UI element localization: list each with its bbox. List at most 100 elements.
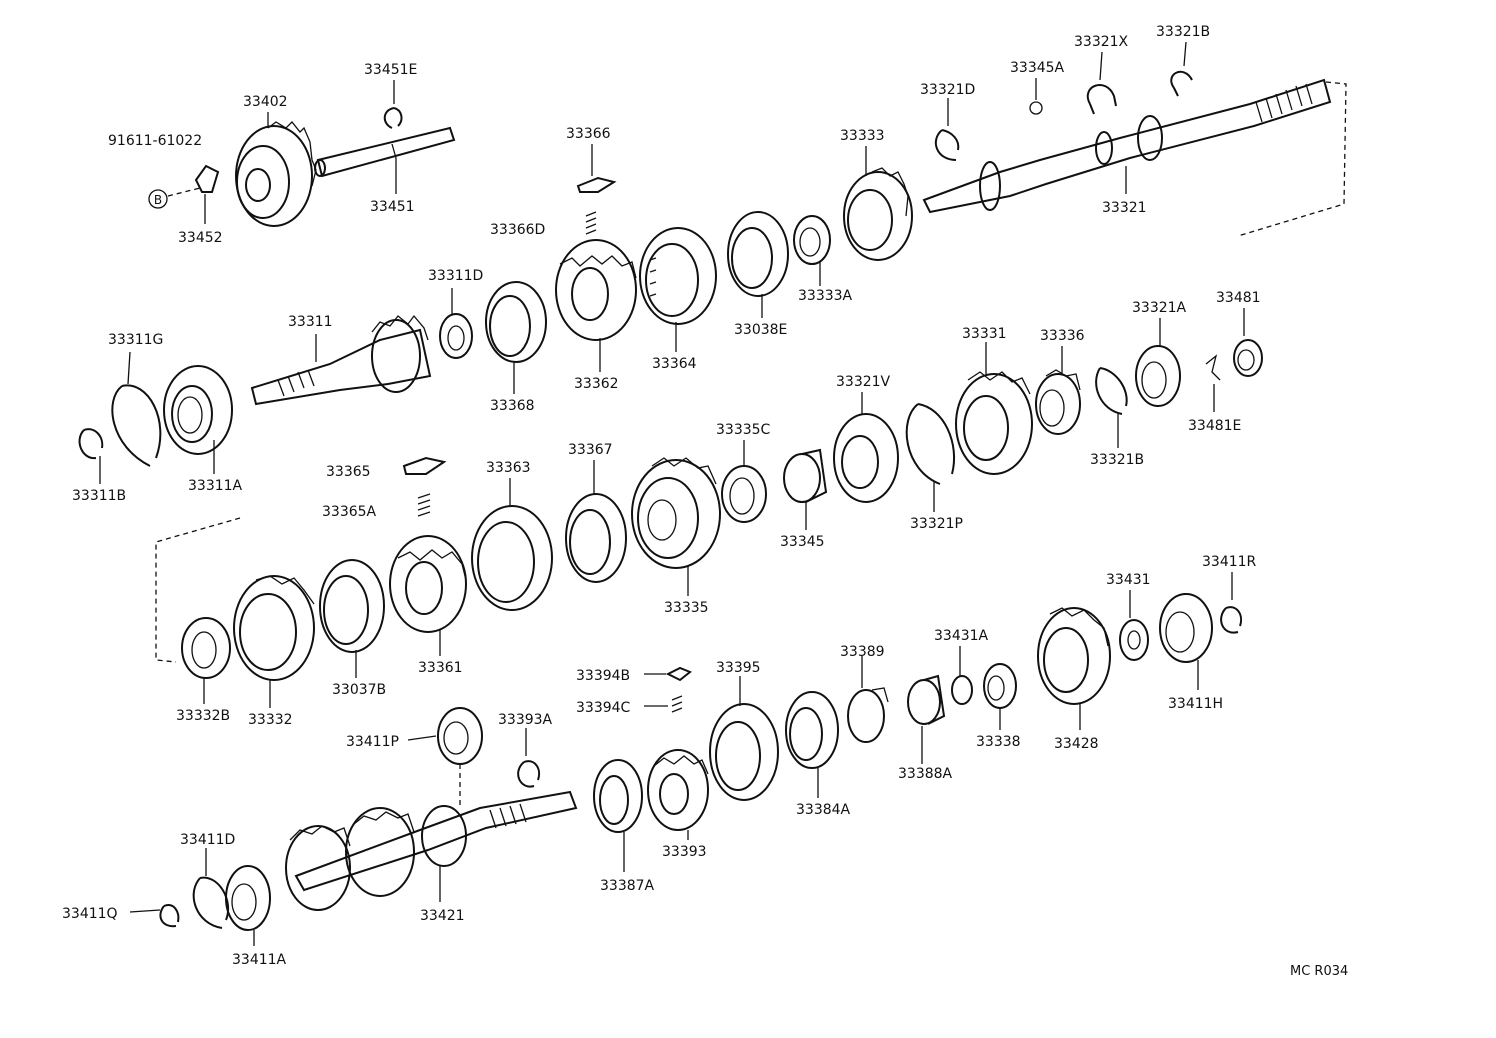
callout-33411Q: 33411Q	[62, 906, 118, 922]
callout-33388A: 33388A	[898, 766, 953, 782]
callout-33452: 33452	[178, 230, 223, 246]
part-33037B-synchro-ring	[319, 559, 385, 653]
callout-33311B: 33311B	[72, 488, 126, 504]
callout-33332: 33332	[248, 712, 293, 728]
part-33333-gear	[843, 167, 913, 261]
callout-33395: 33395	[716, 660, 761, 676]
part-33431A-washer	[951, 675, 973, 705]
part-33367-synchro-ring	[565, 493, 627, 583]
callout-33333: 33333	[840, 128, 885, 144]
part-33321D-ring	[934, 129, 960, 161]
callout-33321B-mid: 33321B	[1090, 452, 1144, 468]
callout-33393: 33393	[662, 844, 707, 860]
part-33362-clutch-hub	[555, 239, 637, 341]
part-33421-counter-gear-shaft	[285, 790, 578, 911]
callout-33321A: 33321A	[1132, 300, 1187, 316]
part-33333A-needle-bearing	[793, 215, 831, 265]
part-33366D-spring	[585, 211, 597, 235]
part-33311-input-shaft	[250, 314, 432, 406]
part-33311D-needle-bearing	[439, 313, 473, 359]
callout-33481E: 33481E	[1188, 418, 1241, 434]
part-33335C-needle-bearing	[721, 465, 767, 523]
part-33336-gear	[1035, 369, 1081, 435]
part-33393-clutch-hub	[647, 749, 709, 831]
part-33411R-ring	[1220, 606, 1242, 634]
callout-33335: 33335	[664, 600, 709, 616]
callout-33335C: 33335C	[716, 422, 771, 438]
part-33361-clutch-hub	[389, 535, 467, 633]
part-33332-gear	[233, 575, 315, 681]
part-33402-reverse-idler-gear	[235, 121, 317, 227]
callout-33451E: 33451E	[364, 62, 417, 78]
part-33388A-sleeve	[907, 674, 946, 725]
callout-33037B: 33037B	[332, 682, 386, 698]
part-33363-hub-sleeve	[471, 505, 553, 611]
callout-33362: 33362	[574, 376, 619, 392]
callout-33321: 33321	[1102, 200, 1147, 216]
callout-33321B-top: 33321B	[1156, 24, 1210, 40]
callout-33481: 33481	[1216, 290, 1261, 306]
callout-33345A: 33345A	[1010, 60, 1065, 76]
callout-33411A: 33411A	[232, 952, 287, 968]
part-33368-synchro-ring	[485, 281, 547, 363]
part-33411H-bearing	[1159, 593, 1213, 663]
svg-text:B: B	[154, 193, 162, 207]
part-33311A-bearing	[163, 365, 233, 455]
part-33411A-bearing	[225, 865, 271, 931]
callout-33411H: 33411H	[1168, 696, 1223, 712]
callout-33384A: 33384A	[796, 802, 851, 818]
callout-33365: 33365	[326, 464, 371, 480]
callout-33451: 33451	[370, 199, 415, 215]
part-33345A-ball	[1029, 101, 1043, 115]
callout-33038E: 33038E	[734, 322, 787, 338]
callout-33345: 33345	[780, 534, 825, 550]
part-33481E-clip	[1205, 354, 1221, 381]
callout-33368: 33368	[490, 398, 535, 414]
callout-33393A: 33393A	[498, 712, 553, 728]
part-33311B-ring	[78, 428, 104, 460]
callout-91611-61022: 91611-61022	[108, 133, 202, 149]
callout-33387A: 33387A	[600, 878, 655, 894]
part-33311G-snap-ring	[111, 384, 162, 467]
part-33338-needle-bearing	[983, 663, 1017, 709]
part-33345-sleeve	[783, 448, 828, 503]
part-33411P-bearing	[437, 707, 483, 765]
callout-33402: 33402	[243, 94, 288, 110]
part-33451E-snap-ring	[383, 107, 403, 129]
part-33393A-snap-ring	[517, 760, 540, 788]
callout-33394C: 33394C	[576, 700, 631, 716]
part-33038E-synchro-ring	[727, 211, 789, 297]
callout-33321V: 33321V	[836, 374, 891, 390]
part-33321X-ring	[1086, 84, 1117, 115]
part-33321-output-shaft	[922, 78, 1332, 214]
callout-33411R: 33411R	[1202, 554, 1257, 570]
callout-33366: 33366	[566, 126, 611, 142]
part-33366-key	[576, 176, 617, 193]
part-33389-ring	[847, 687, 889, 743]
part-33321A-bearing	[1135, 345, 1181, 407]
part-33387A-synchro-ring	[593, 759, 643, 833]
callout-33332B: 33332B	[176, 708, 230, 724]
callout-33321X: 33321X	[1074, 34, 1129, 50]
callout-33421: 33421	[420, 908, 465, 924]
callout-33394B: 33394B	[576, 668, 630, 684]
part-33321B-ring-top	[1170, 70, 1193, 97]
callout-33389: 33389	[840, 644, 885, 660]
bolt-symbol: B	[148, 189, 168, 209]
part-33395-hub-sleeve	[709, 703, 779, 801]
part-33452-lock-plate	[194, 164, 220, 193]
callout-33311: 33311	[288, 314, 333, 330]
callout-33331: 33331	[962, 326, 1007, 342]
callout-33363: 33363	[486, 460, 531, 476]
callout-33365A: 33365A	[322, 504, 377, 520]
part-33321B-ring-mid	[1095, 367, 1128, 415]
callout-33311D: 33311D	[428, 268, 483, 284]
part-33428-gear	[1037, 607, 1111, 705]
part-33384A-synchro-ring	[785, 691, 839, 769]
part-33394B-key	[665, 666, 692, 682]
callout-33411P: 33411P	[346, 734, 399, 750]
callout-33428: 33428	[1054, 736, 1099, 752]
callout-33333A: 33333A	[798, 288, 853, 304]
part-33451-idler-shaft	[314, 126, 456, 178]
